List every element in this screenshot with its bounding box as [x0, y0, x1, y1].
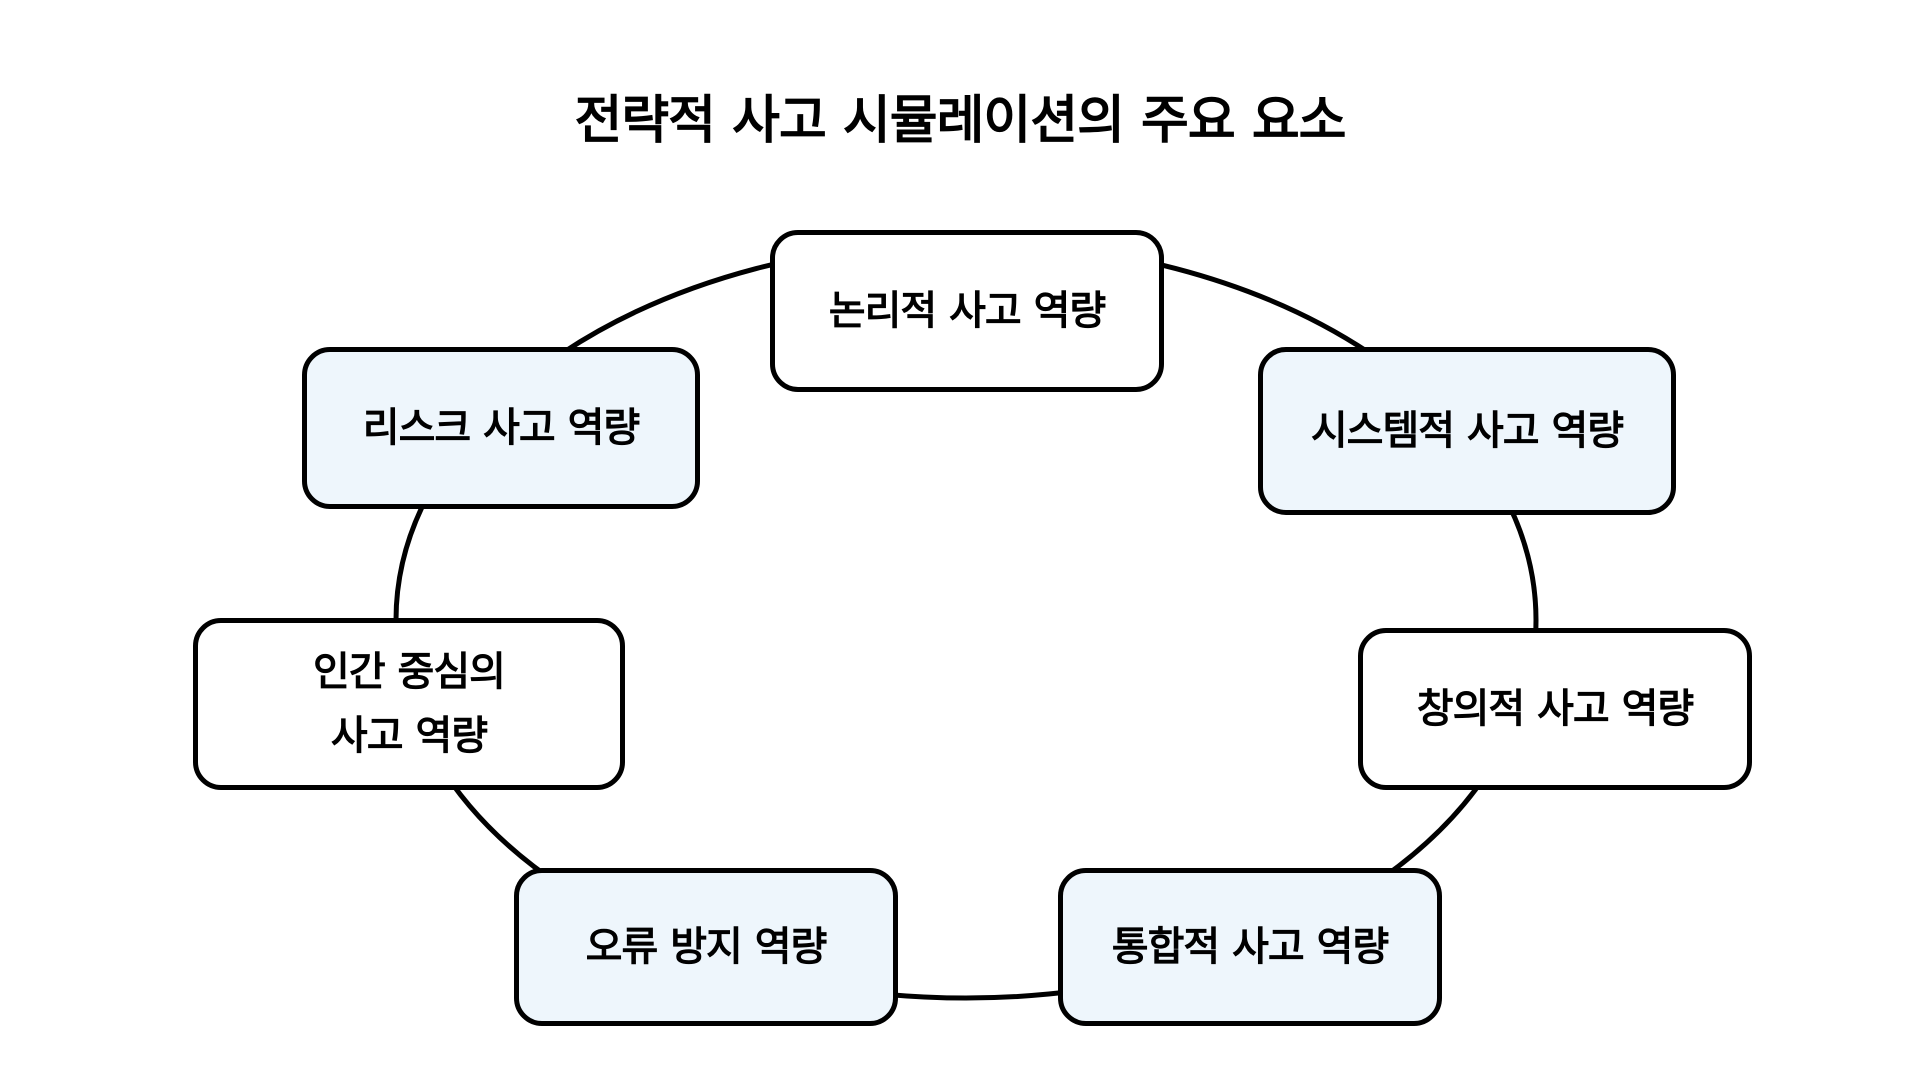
node-integrative-thinking: 통합적 사고 역량 [1058, 868, 1442, 1026]
node-label: 통합적 사고 역량 [1111, 924, 1389, 970]
node-error-prevention: 오류 방지 역량 [514, 868, 898, 1026]
node-human-centered-thinking: 인간 중심의 사고 역량 [193, 618, 625, 790]
node-label: 시스템적 사고 역량 [1310, 408, 1624, 454]
node-label: 창의적 사고 역량 [1416, 686, 1694, 732]
node-logical-thinking: 논리적 사고 역량 [770, 230, 1164, 392]
node-systemic-thinking: 시스템적 사고 역량 [1258, 347, 1676, 515]
node-label: 인간 중심의 사고 역량 [313, 649, 506, 759]
node-creative-thinking: 창의적 사고 역량 [1358, 628, 1752, 790]
node-label: 논리적 사고 역량 [828, 288, 1106, 334]
diagram-title: 전략적 사고 시뮬레이션의 주요 요소 [574, 91, 1346, 151]
node-label: 리스크 사고 역량 [362, 405, 640, 451]
node-label: 오류 방지 역량 [585, 924, 828, 970]
node-risk-thinking: 리스크 사고 역량 [302, 347, 700, 509]
